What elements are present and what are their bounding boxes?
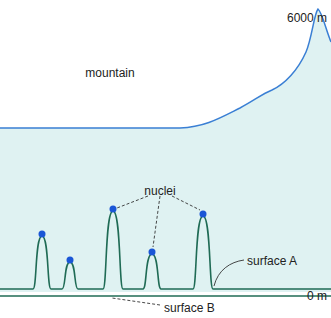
text-label: mountain xyxy=(85,66,134,80)
surface-a-leader xyxy=(214,260,244,286)
mountain-fill xyxy=(0,9,331,292)
nucleus-dots xyxy=(39,206,207,264)
text-label: nuclei xyxy=(144,181,175,199)
text-label: 6000 m xyxy=(287,8,327,26)
text-label: 6000 m xyxy=(287,11,327,25)
text-label: surface A xyxy=(247,251,297,269)
mountain-outline xyxy=(0,9,331,128)
leader-lines xyxy=(112,196,200,305)
text-label: surface B xyxy=(164,301,215,315)
text-label: surface A xyxy=(247,254,297,268)
text-label: surface B xyxy=(164,298,215,316)
surface-b-line xyxy=(0,295,331,297)
surface-a-curve xyxy=(0,211,331,289)
text-label: mountain xyxy=(85,63,134,81)
text-label: 0 m xyxy=(307,289,327,303)
text-label: 0 m xyxy=(307,286,327,304)
text-label: nuclei xyxy=(144,184,175,198)
